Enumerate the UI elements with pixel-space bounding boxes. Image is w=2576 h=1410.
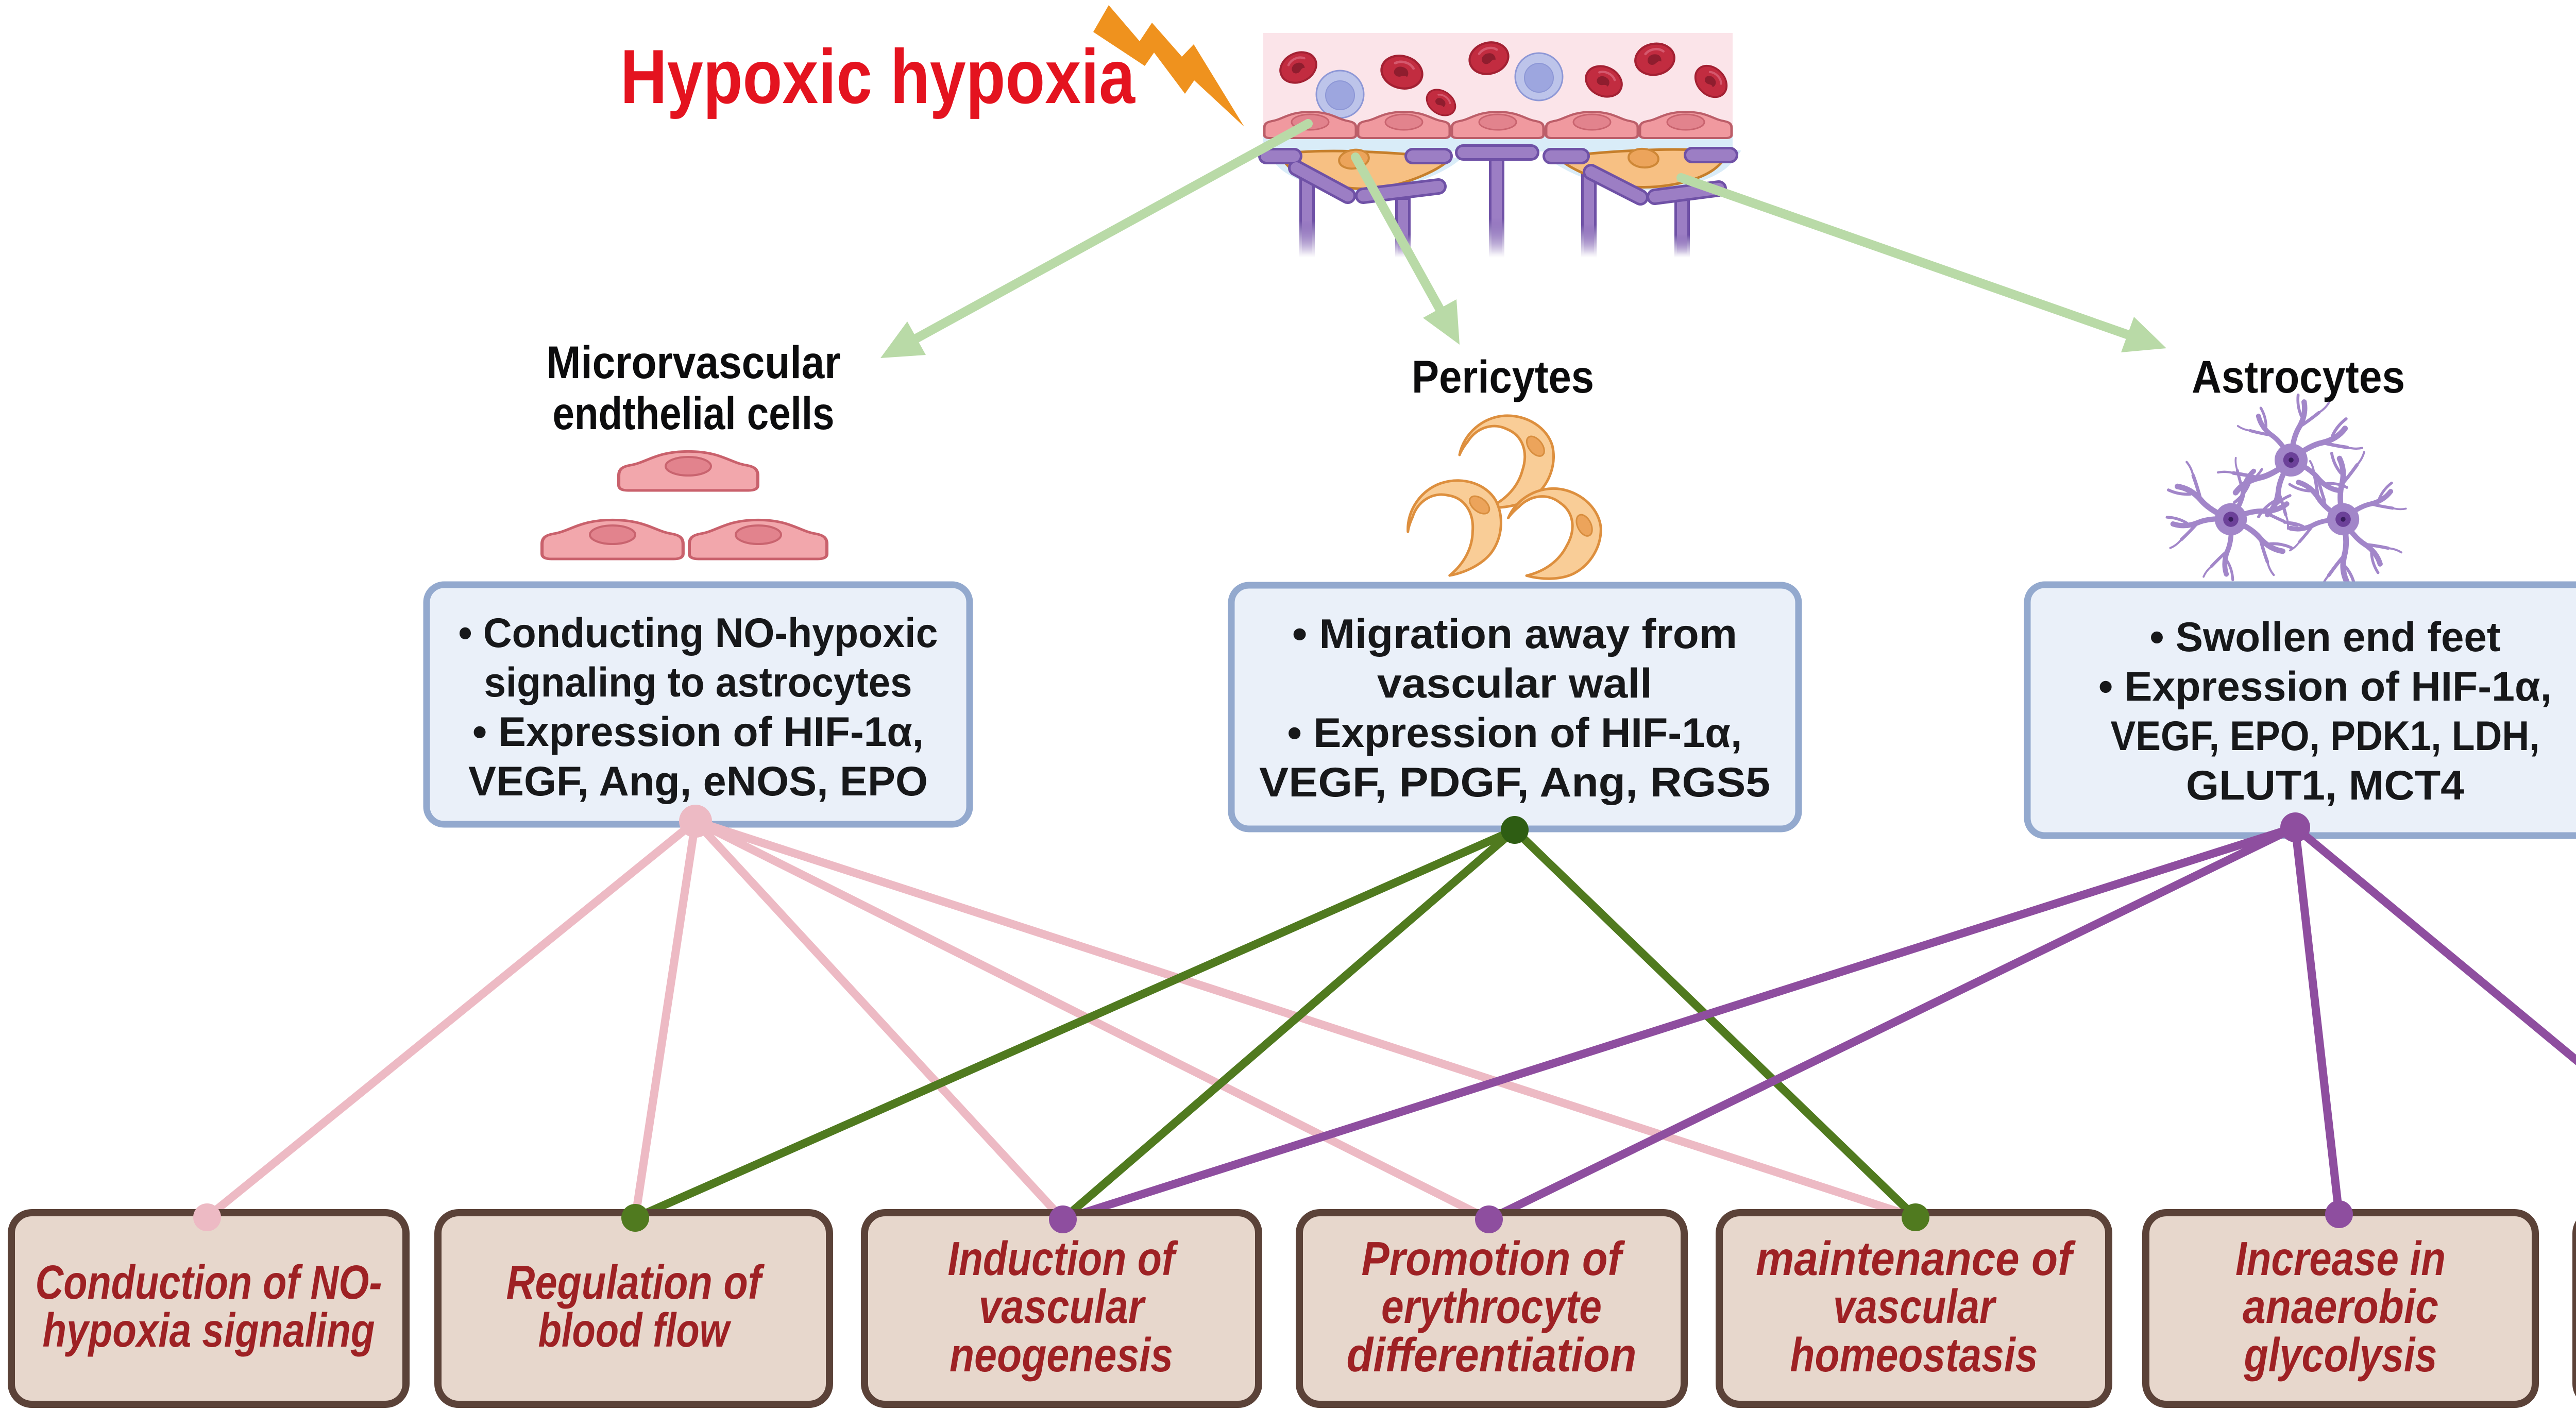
svg-text:neogenesis: neogenesis (950, 1328, 1173, 1382)
svg-text:differentiation: differentiation (1347, 1328, 1637, 1382)
svg-text:Microrvascular: Microrvascular (547, 336, 841, 388)
svg-text:erythrocyte: erythrocyte (1381, 1280, 1602, 1333)
svg-text:VEGF, PDGF, Ang, RGS5: VEGF, PDGF, Ang, RGS5 (1259, 759, 1770, 806)
svg-text:• Expression of HIF-1α,: • Expression of HIF-1α, (472, 709, 924, 755)
svg-text:vascular: vascular (979, 1280, 1146, 1333)
svg-text:signaling to astrocytes: signaling to astrocytes (484, 659, 912, 706)
svg-text:• Swollen end feet: • Swollen end feet (2150, 614, 2501, 660)
svg-text:• Conducting NO-hypoxic: • Conducting NO-hypoxic (459, 610, 938, 656)
svg-text:blood flow: blood flow (538, 1303, 732, 1357)
svg-text:homeostasis: homeostasis (1790, 1328, 2038, 1382)
svg-text:Conduction of NO-: Conduction of NO- (36, 1255, 382, 1309)
svg-text:• Expression of HIF-1α,: • Expression of HIF-1α, (2098, 664, 2552, 710)
svg-text:Increase in: Increase in (2235, 1232, 2446, 1285)
svg-text:maintenance of: maintenance of (1756, 1232, 2076, 1285)
svg-text:Regulation of: Regulation of (506, 1255, 765, 1309)
svg-text:Induction of: Induction of (948, 1232, 1179, 1285)
svg-text:GLUT1, MCT4: GLUT1, MCT4 (2186, 762, 2464, 809)
svg-text:• Migration away from: • Migration away from (1292, 611, 1737, 657)
svg-text:Promotion of: Promotion of (1362, 1232, 1625, 1285)
svg-text:VEGF, Ang, eNOS, EPO: VEGF, Ang, eNOS, EPO (468, 758, 928, 805)
svg-text:glycolysis: glycolysis (2244, 1328, 2437, 1382)
svg-text:vascular: vascular (1833, 1280, 1997, 1333)
svg-text:VEGF, EPO, PDK1, LDH,: VEGF, EPO, PDK1, LDH, (2111, 713, 2540, 759)
svg-text:• Expression of HIF-1α,: • Expression of HIF-1α, (1287, 710, 1742, 756)
svg-text:hypoxia signaling: hypoxia signaling (43, 1303, 375, 1357)
svg-text:Pericytes: Pericytes (1412, 351, 1594, 402)
svg-text:vascular wall: vascular wall (1377, 660, 1652, 707)
svg-text:anaerobic: anaerobic (2243, 1280, 2438, 1333)
svg-text:Hypoxic hypoxia: Hypoxic hypoxia (620, 33, 1136, 120)
svg-text:endthelial cells: endthelial cells (553, 387, 835, 439)
